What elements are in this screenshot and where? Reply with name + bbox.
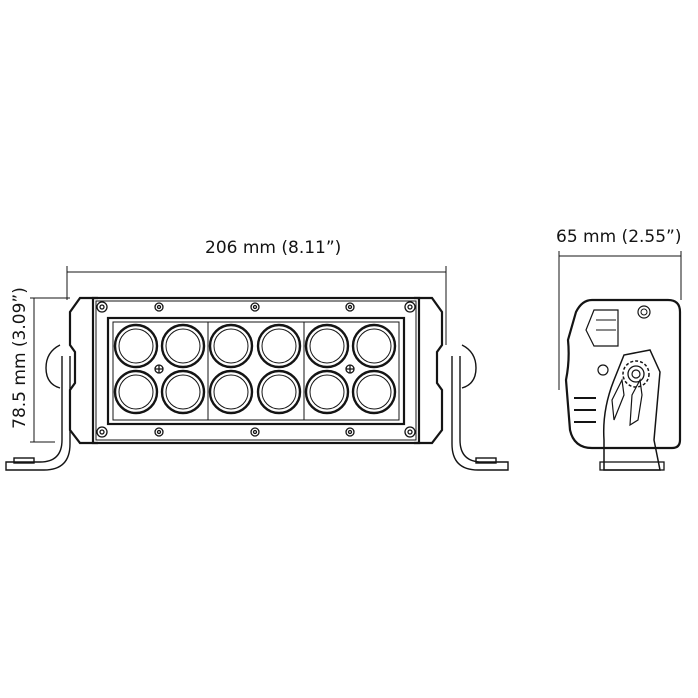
right-end-cap [414,296,444,445]
light-bar-side-view [564,298,682,471]
width-dimension-line [66,266,447,345]
light-bar-front-view [5,296,509,471]
right-bracket [451,344,509,471]
depth-dimension-label: 65 mm (2.55”) [556,227,682,247]
side-housing [564,298,682,450]
left-bracket [5,344,71,471]
led-array [113,323,397,415]
depth-dimension-line [558,251,682,390]
lens-frame [106,316,406,426]
width-dimension-label: 206 mm (8.11”) [205,238,342,258]
height-dimension-line [30,297,70,443]
screws [96,301,416,438]
housing [91,296,421,445]
side-bracket [602,349,661,471]
left-end-cap [68,296,98,445]
ratchet-knob [622,360,650,388]
